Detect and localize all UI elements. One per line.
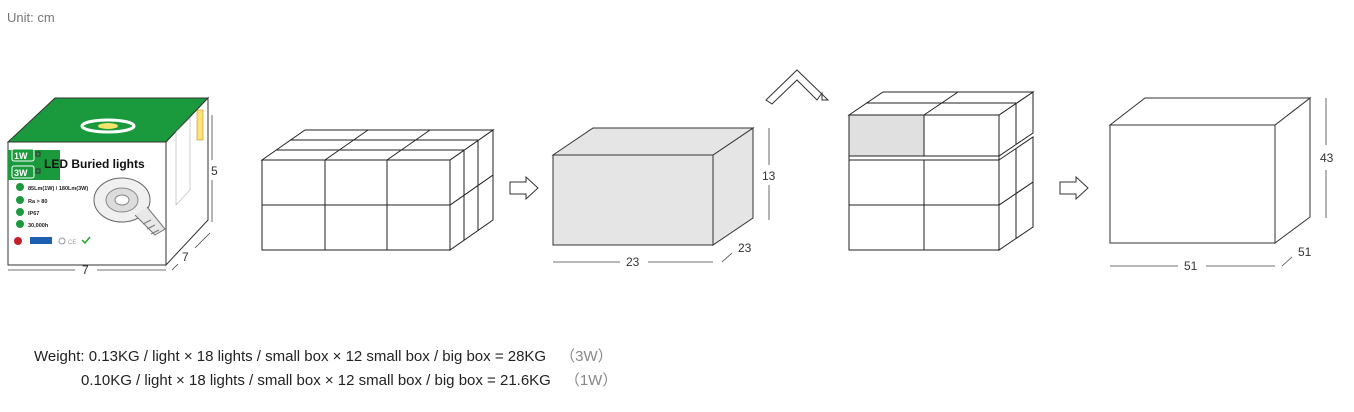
big-box-dim-width: 51 — [1184, 259, 1198, 273]
small-box-dim-width: 23 — [626, 255, 640, 269]
weight-note-3w: （3W） — [560, 348, 613, 365]
lamp-illustration — [93, 177, 166, 236]
weight-formula-1w: 0.10KG / light × 18 lights / small box ×… — [81, 372, 551, 389]
spec-lumens: 85Lm(1W) / 180Lm(3W) — [28, 186, 88, 192]
product-dim-width: 7 — [82, 263, 89, 277]
big-box-dim-depth: 51 — [1298, 245, 1312, 259]
arrow-right-icon — [1059, 175, 1089, 201]
spec-list: 85Lm(1W) / 180Lm(3W) Ra > 80 IP67 30,000… — [16, 183, 88, 229]
unit-label: Unit: cm — [7, 10, 55, 25]
packaging-diagram: 1W 3W LED Buried lights 85Lm(1W) / 180Lm… — [6, 69, 1334, 277]
weight-info: Weight: 0.13KG / light × 18 lights / sma… — [34, 345, 617, 393]
product-dim-height: 5 — [211, 164, 218, 178]
spec-ra: Ra > 80 — [28, 199, 47, 205]
badge-3w: 3W — [14, 168, 28, 178]
small-box: 13 23 23 — [551, 127, 776, 269]
small-box-dim-depth: 23 — [738, 241, 752, 255]
big-box-dim-height: 43 — [1320, 151, 1334, 165]
arrow-right-icon — [509, 175, 539, 201]
box-stack — [847, 91, 1035, 251]
badge-1w: 1W — [14, 151, 28, 161]
chevron-arrow-icon — [765, 69, 830, 105]
svg-text:CE: CE — [68, 240, 76, 246]
weight-note-1w: （1W） — [564, 372, 618, 389]
spec-ip: IP67 — [28, 211, 39, 217]
cert-logos: CE — [14, 236, 91, 246]
weight-line-1w: 0.10KG / light × 18 lights / small box ×… — [34, 369, 617, 393]
product-title: LED Buried lights — [44, 157, 145, 171]
product-dim-depth: 7 — [182, 250, 189, 264]
weight-label: Weight: — [34, 348, 85, 365]
product-stack — [260, 129, 495, 251]
small-box-dim-height: 13 — [762, 169, 776, 183]
product-box: 1W 3W LED Buried lights 85Lm(1W) / 180Lm… — [6, 96, 218, 277]
weight-line-3w: Weight: 0.13KG / light × 18 lights / sma… — [34, 345, 617, 369]
weight-formula-3w: 0.13KG / light × 18 lights / small box ×… — [88, 348, 547, 365]
spec-life: 30,000h — [28, 223, 49, 229]
light-top-icon — [80, 118, 136, 134]
big-box: 43 51 51 — [1108, 96, 1334, 273]
